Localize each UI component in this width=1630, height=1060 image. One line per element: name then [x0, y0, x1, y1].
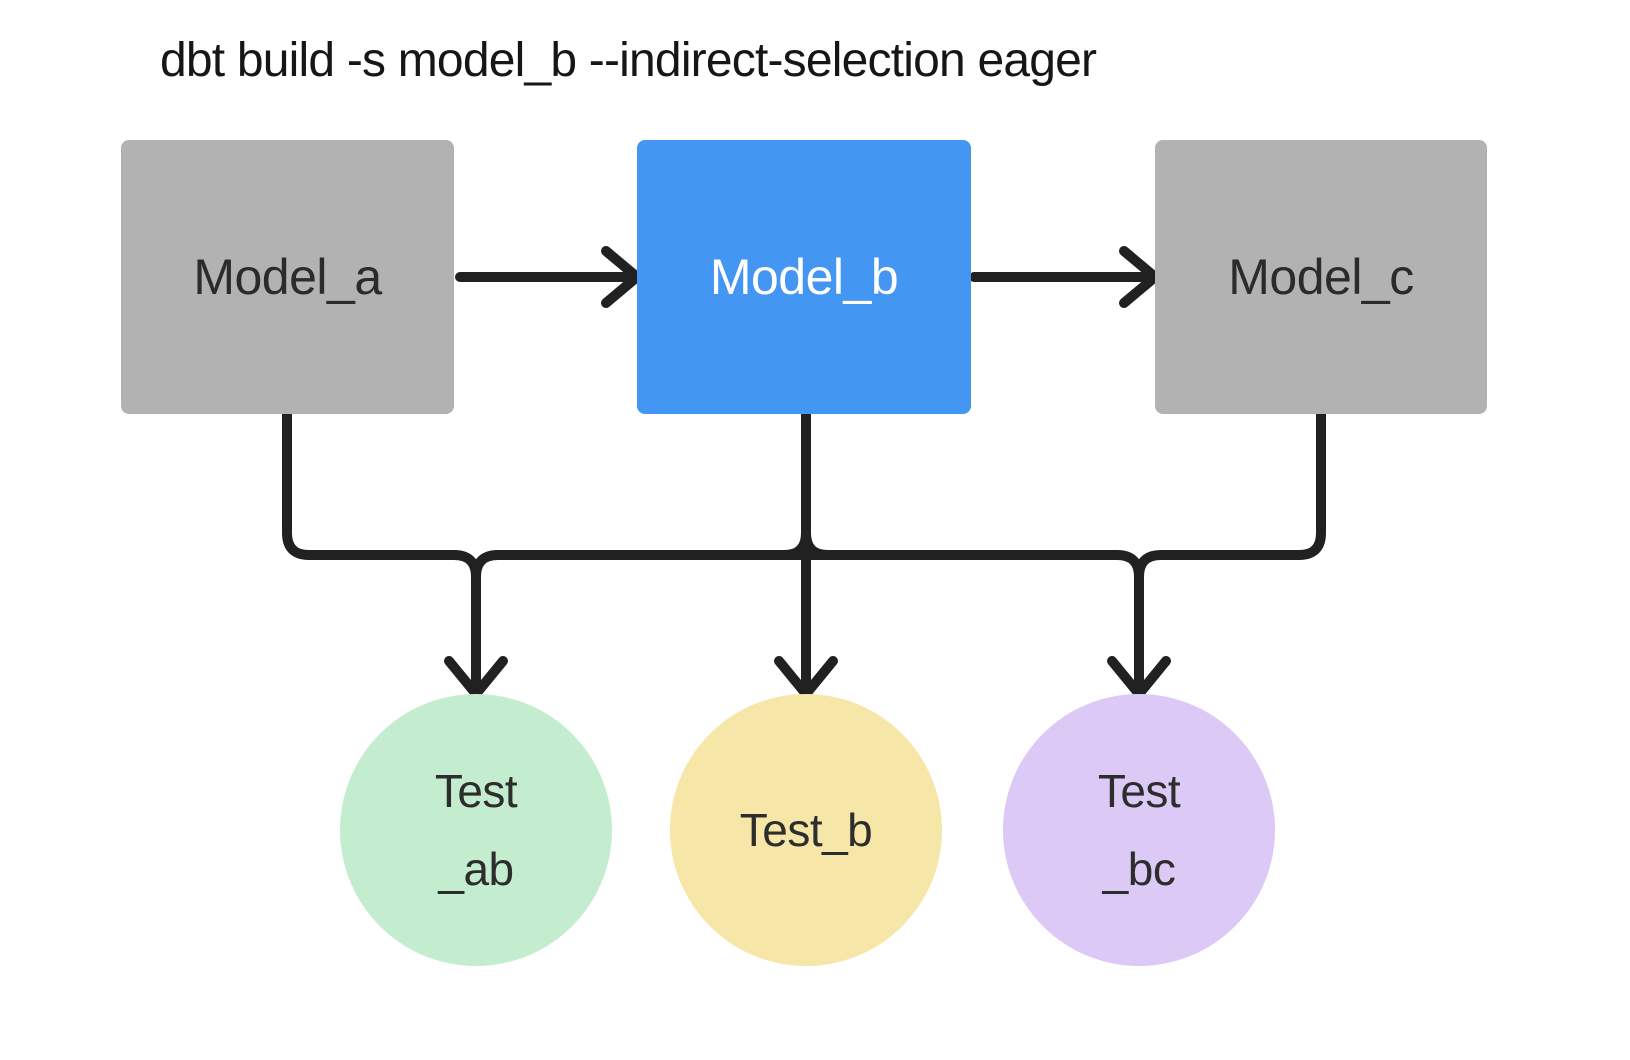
node-test-bc[interactable]: Test _bc: [1003, 694, 1275, 966]
node-test-ab-label-line1: Test: [434, 765, 518, 817]
edge-model-b-to-test-bc: [801, 409, 1144, 691]
node-test-ab-label-line2: _ab: [438, 843, 514, 895]
node-model-b-label: Model_b: [709, 249, 899, 305]
node-test-ab[interactable]: Test _ab: [340, 694, 612, 966]
node-model-a-label: Model_a: [193, 249, 382, 305]
edge-model-b-to-test-ab: [471, 409, 811, 691]
node-model-a[interactable]: Model_a: [121, 140, 454, 414]
edge-model-a-to-test-ab: [282, 409, 481, 691]
node-test-bc-label-line1: Test: [1097, 765, 1181, 817]
diagram-title: dbt build -s model_b --indirect-selectio…: [160, 34, 1097, 87]
node-test-bc-label-line2: _bc: [1102, 843, 1176, 895]
node-model-b-selected[interactable]: Model_b: [637, 140, 971, 414]
node-test-b[interactable]: Test_b: [670, 694, 942, 966]
node-model-c-label: Model_c: [1228, 249, 1414, 305]
edge-model-c-to-test-bc: [1134, 409, 1326, 691]
node-model-c[interactable]: Model_c: [1155, 140, 1487, 414]
node-test-b-label-line1: Test_b: [739, 804, 873, 856]
